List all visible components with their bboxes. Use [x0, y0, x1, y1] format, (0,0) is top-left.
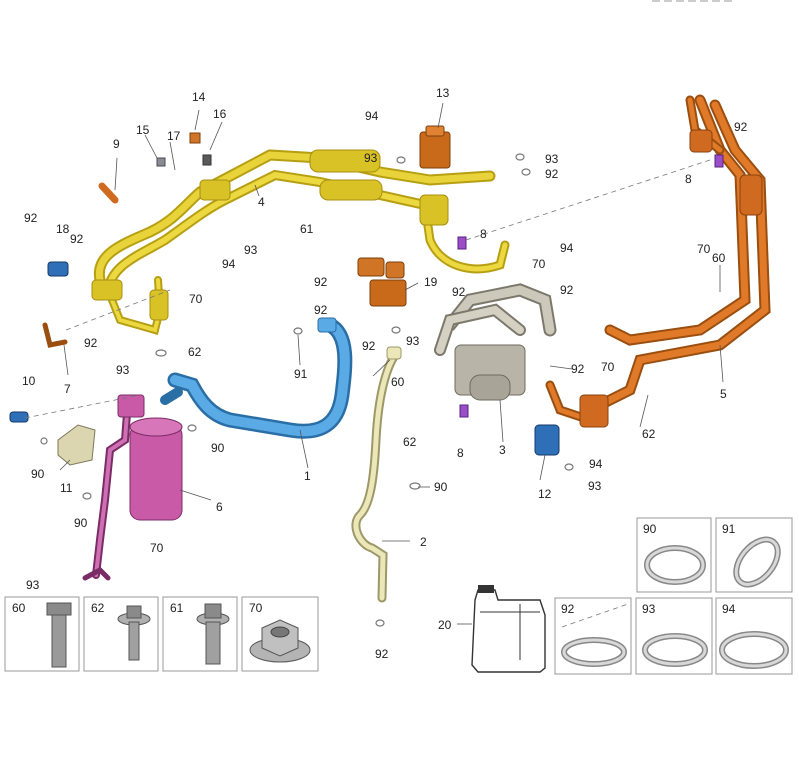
- fastener-box-60: [4, 596, 80, 672]
- callout-70-d: 70: [601, 360, 615, 374]
- callout-5: 5: [720, 387, 727, 401]
- callout-12: 12: [538, 487, 552, 501]
- callout-92-j: 92: [545, 167, 559, 181]
- box-label-90: 90: [643, 522, 657, 536]
- valve-11: [57, 424, 96, 466]
- callout-70-c: 70: [697, 242, 711, 256]
- callout-62-a: 62: [188, 345, 202, 359]
- callout-93-e: 93: [406, 334, 420, 348]
- callout-4: 4: [258, 195, 265, 209]
- callout-92-g: 92: [452, 285, 466, 299]
- callout-93-f: 93: [588, 479, 602, 493]
- callout-90-b: 90: [31, 467, 45, 481]
- callout-94-a: 94: [365, 109, 379, 123]
- callout-93-g: 93: [26, 578, 40, 592]
- callout-70-b: 70: [532, 257, 546, 271]
- callout-94-b: 94: [222, 257, 236, 271]
- dashed-leaders: [24, 159, 711, 419]
- callout-93-d: 93: [116, 363, 130, 377]
- yellow-pipe-assembly: [91, 149, 510, 335]
- callout-70-a: 70: [189, 292, 203, 306]
- loose-washers: [40, 153, 574, 627]
- connector-13: [419, 125, 451, 169]
- callout-20: 20: [438, 618, 452, 632]
- callout-92-l: 92: [375, 647, 389, 661]
- callout-6: 6: [216, 500, 223, 514]
- callout-8-mid: 8: [457, 446, 464, 460]
- callout-92-f: 92: [362, 339, 376, 353]
- top-edge-marks: [652, 0, 732, 2]
- callout-92-h: 92: [560, 283, 574, 297]
- callout-90-d: 90: [434, 480, 448, 494]
- callout-3: 3: [499, 443, 506, 457]
- callout-18: 18: [56, 222, 70, 236]
- small-fittings: [42, 132, 724, 418]
- callout-92-k: 92: [734, 120, 748, 134]
- box-label-91: 91: [722, 522, 736, 536]
- callout-94-c: 94: [560, 241, 574, 255]
- callout-7: 7: [64, 382, 71, 396]
- callout-92-b: 92: [70, 232, 84, 246]
- callout-62-c: 62: [642, 427, 656, 441]
- fastener-box-70: [241, 596, 319, 672]
- oil-canister-icon: [471, 585, 546, 673]
- fastener-box-61: [162, 596, 238, 672]
- callout-17: 17: [167, 129, 181, 143]
- expansion-valve-block: [434, 283, 557, 401]
- callout-9: 9: [113, 137, 120, 151]
- callout-91: 91: [294, 367, 308, 381]
- box-label-70: 70: [249, 601, 263, 615]
- callout-60-a: 60: [712, 251, 726, 265]
- callout-92-i: 92: [571, 362, 585, 376]
- callout-90-a: 90: [211, 441, 225, 455]
- receiver-drier: [82, 394, 183, 581]
- callout-14: 14: [192, 90, 206, 104]
- callout-13: 13: [436, 86, 450, 100]
- callout-10: 10: [22, 374, 36, 388]
- callout-62-b: 62: [403, 435, 417, 449]
- callout-61: 61: [300, 222, 314, 236]
- orange-pipe-assembly: [545, 94, 771, 428]
- callout-93-a: 93: [364, 151, 378, 165]
- box-label-61: 61: [170, 601, 184, 615]
- sensor-18: [47, 261, 69, 277]
- bracket-19: [357, 257, 407, 307]
- callout-94-d: 94: [589, 457, 603, 471]
- oring-box-93: [635, 597, 713, 675]
- callout-8-right: 8: [685, 172, 692, 186]
- callout-92-d: 92: [314, 275, 328, 289]
- oring-box-94: [715, 597, 793, 675]
- callout-93-c: 93: [244, 243, 258, 257]
- fastener-box-62: [83, 596, 159, 672]
- oring-box-91: [715, 517, 793, 593]
- sensor-10: [9, 411, 29, 423]
- oring-box-90: [636, 517, 712, 593]
- box-label-62: 62: [91, 601, 105, 615]
- callout-15: 15: [136, 123, 150, 137]
- box-label-60: 60: [12, 601, 26, 615]
- callout-1: 1: [304, 469, 311, 483]
- box-label-92: 92: [561, 602, 575, 616]
- box-label-93: 93: [642, 602, 656, 616]
- callout-labels: [59, 102, 724, 625]
- callout-93-b: 93: [545, 152, 559, 166]
- callout-2: 2: [420, 535, 427, 549]
- callout-19: 19: [424, 275, 438, 289]
- callout-16: 16: [213, 107, 227, 121]
- beige-pipe: [351, 346, 402, 603]
- callout-90-c: 90: [74, 516, 88, 530]
- callout-92-c: 92: [84, 336, 98, 350]
- callout-92-e: 92: [314, 303, 328, 317]
- box-label-94: 94: [722, 602, 736, 616]
- pressure-switch-12: [534, 424, 560, 456]
- callout-70-e: 70: [150, 541, 164, 555]
- oring-box-92: [554, 597, 632, 675]
- callout-11: 11: [60, 481, 73, 495]
- callout-8-top: 8: [480, 227, 487, 241]
- callout-60-b: 60: [391, 375, 405, 389]
- blue-hose: [160, 317, 353, 439]
- callout-92-a: 92: [24, 211, 38, 225]
